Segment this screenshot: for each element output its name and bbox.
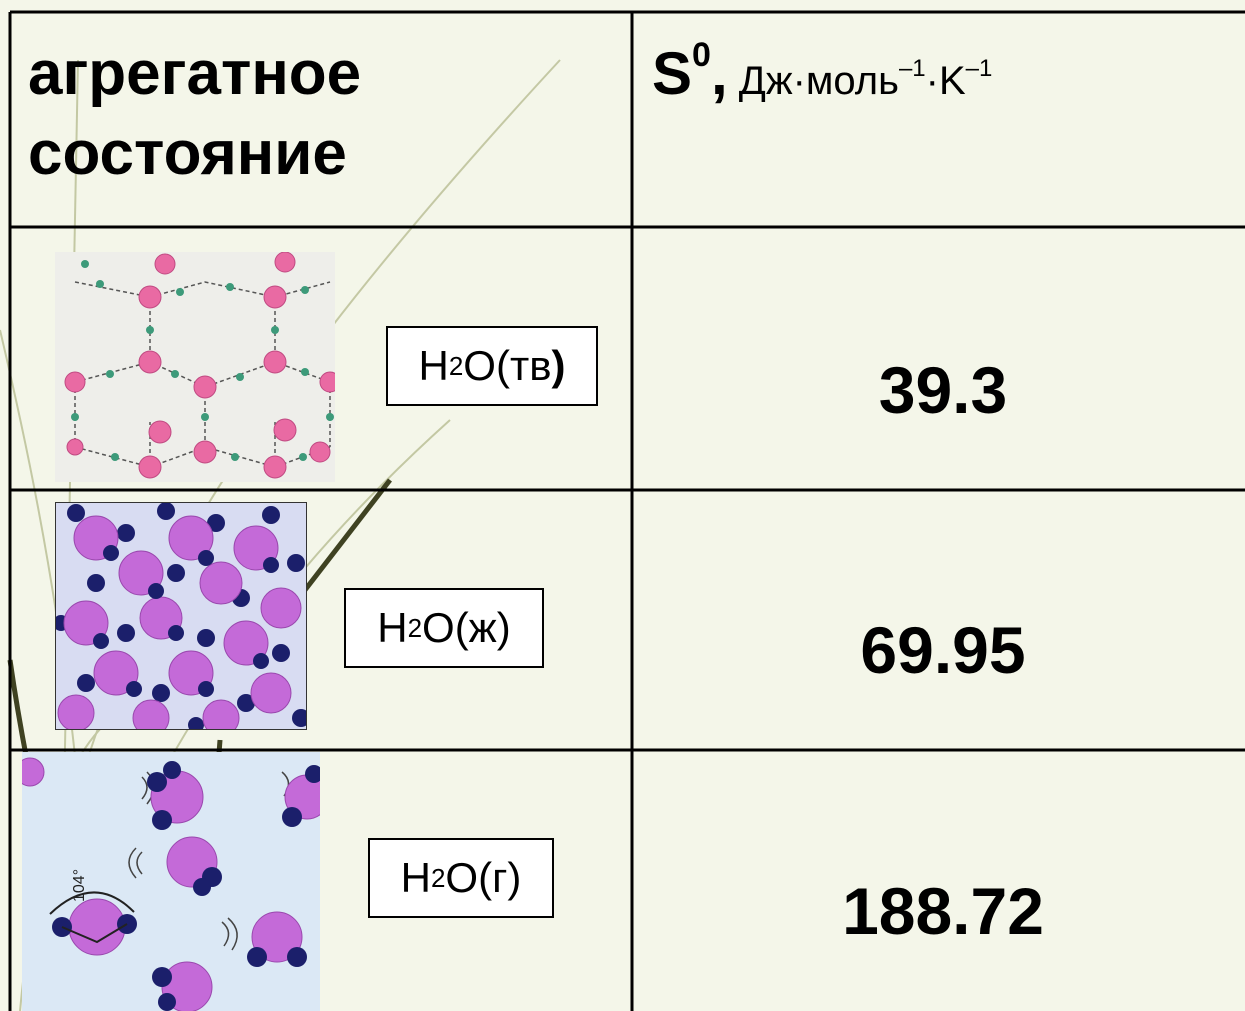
entropy-value-liquid: 69.95 [860, 613, 1026, 687]
header-state: агрегатное состояние [28, 34, 361, 194]
header-state-line1: агрегатное [28, 39, 362, 108]
ice-lattice-image [55, 252, 335, 482]
entropy-value-gas: 188.72 [842, 874, 1044, 948]
liquid-water-image [55, 502, 307, 730]
bond-angle-label: 104° [71, 869, 88, 902]
entropy-unit: Дж·моль–1·K–1 [727, 55, 993, 103]
entropy-value-solid: 39.3 [878, 353, 1008, 427]
table-grid [8, 10, 1245, 1011]
entropy-symbol: S0, [652, 36, 728, 107]
header-entropy: S0, Дж·моль–1·K–1 [652, 36, 992, 108]
gas-water-image: 104° [22, 752, 320, 1011]
header-state-line2: состояние [28, 119, 347, 188]
